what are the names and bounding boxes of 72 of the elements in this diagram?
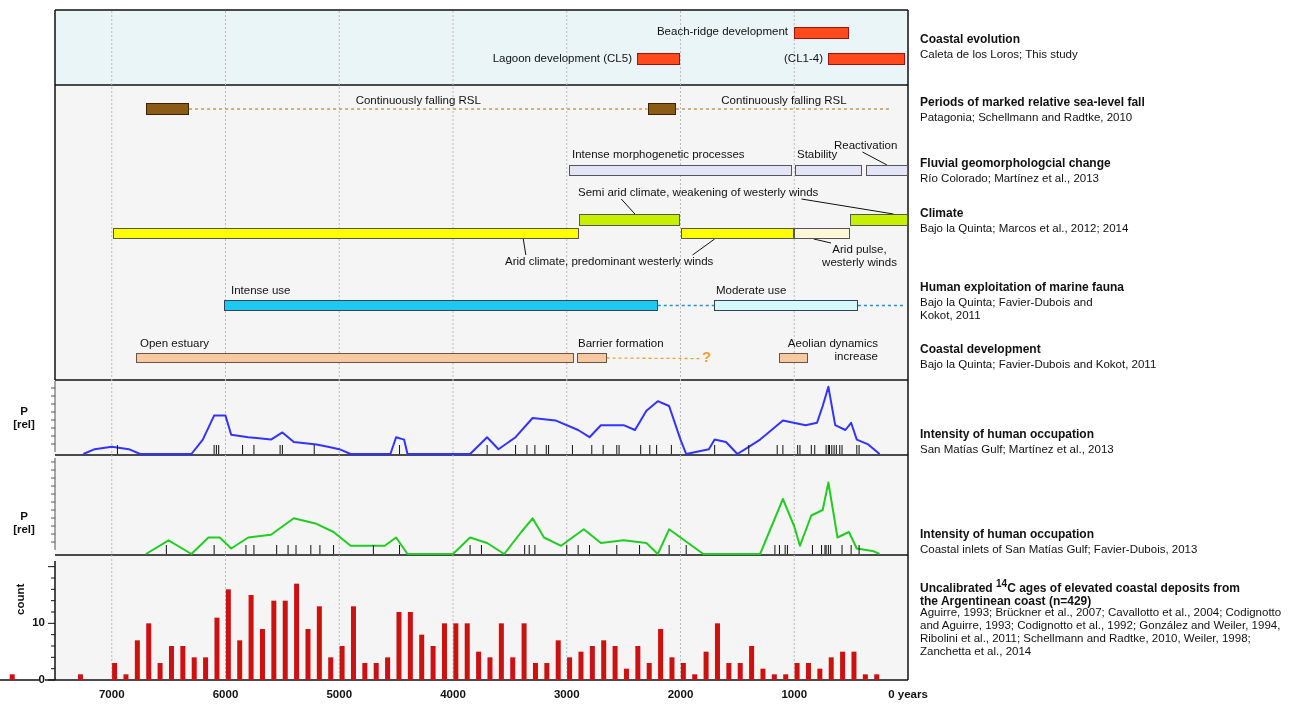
source-text: Bajo la Quinta; Marcos et al., 2012; 2014 [920, 222, 1129, 235]
timeline-bar [637, 53, 681, 65]
bar-label: Open estuary [140, 337, 210, 350]
axis-title: P [rel] [12, 405, 36, 431]
row-title: Intensity of human occupation [920, 528, 1094, 541]
timeline-bar [680, 228, 795, 239]
dotted-line [605, 357, 703, 360]
dotted-line [188, 108, 649, 110]
edge-label: Continuously falling RSL [355, 94, 481, 107]
timeline-bar [828, 53, 906, 65]
timeline-bar [647, 103, 676, 115]
axis-title: count [14, 583, 27, 615]
timeline-bar [865, 165, 908, 176]
annotation-text: ? [702, 349, 712, 365]
axis-tick-label: 0 [38, 673, 45, 686]
timeline-bar [223, 300, 658, 311]
axis-tick-label: 7000 [98, 688, 125, 701]
timeline-bar [778, 353, 808, 363]
source-text: Río Colorado; Martínez et al., 2013 [920, 172, 1099, 185]
bar-label: Intense morphogenetic processes [572, 148, 745, 161]
row-title: Uncalibrated $^{14}$C ages of elevated coastal deposits from the Argentinean coast (n=429) [920, 577, 1241, 608]
source-text: Bajo la Quinta; Favier-Dubois and Kokot, 2011 [920, 358, 1157, 371]
bar-label: Beach-ridge development [656, 25, 788, 38]
row-title: Human exploitation of marine fauna [920, 281, 1125, 294]
axis-tick-label: 3000 [553, 688, 580, 701]
dotted-line [857, 304, 906, 307]
leader-line [620, 198, 636, 215]
source-text: Patagonia; Schellmann and Radtke, 2010 [920, 111, 1133, 124]
axis-tick-label: 5000 [326, 688, 353, 701]
row-title: Fluvial geomorphologcial change [920, 157, 1111, 170]
source-text: Coastal inlets of San Matías Gulf; Favier-Dubois, 2013 [920, 543, 1198, 556]
timeline-bar [794, 228, 850, 239]
bar-label: (CL1-4) [784, 52, 823, 65]
timeline-bar [795, 165, 863, 176]
row-title: Intensity of human occupation [920, 428, 1094, 441]
leader-line [813, 238, 832, 244]
bar-label: Intense use [231, 284, 291, 297]
row-title: Climate [920, 207, 964, 220]
axis-tick-label: 1000 [781, 688, 808, 701]
timeline-bar [112, 228, 580, 239]
source-text: San Matías Gulf; Martínez et al., 2013 [920, 443, 1114, 456]
timeline-bar [145, 103, 190, 115]
source-text: Bajo la Quinta; Favier-Dubois and Kokot, 2011 [920, 296, 1094, 322]
edge-label: Continuously falling RSL [721, 94, 847, 107]
timeline-bar [579, 214, 681, 226]
source-text: Caleta de los Loros; This study [920, 48, 1078, 61]
timeline-bar [794, 27, 849, 39]
bar-label: Lagoon development (CL5) [492, 52, 632, 65]
leader-line [522, 238, 527, 256]
leader-line [692, 238, 716, 256]
bar-label: Barrier formation [578, 337, 664, 350]
bar-label: Aeolian dynamics increase [786, 337, 878, 363]
bar-label: Moderate use [716, 284, 787, 297]
row-title: Coastal development [920, 343, 1041, 356]
dotted-line [657, 304, 715, 307]
timeline-bar [135, 353, 574, 363]
axis-tick-label: 4000 [440, 688, 466, 701]
timeline-bar [577, 353, 607, 363]
annotation-text: Semi arid climate, weakening of westerly winds [578, 186, 819, 199]
annotation-text: Arid pulse, westerly winds [812, 243, 907, 269]
row-title: Coastal evolution [920, 33, 1020, 46]
axis-tick-label: 6000 [212, 688, 239, 701]
annotation-text: Arid climate, predominant westerly winds [505, 255, 714, 268]
axis-tick-label: 0 years [888, 688, 928, 701]
timeline-bar [850, 214, 908, 226]
leader-line [801, 198, 894, 215]
leader-line [862, 151, 888, 166]
row-title: Periods of marked relative sea-level fall [920, 96, 1145, 109]
timeline-bar [569, 165, 792, 176]
axis-title: P [rel] [12, 510, 36, 536]
timeline-bar [713, 300, 858, 311]
axis-tick-label: 2000 [667, 688, 694, 701]
